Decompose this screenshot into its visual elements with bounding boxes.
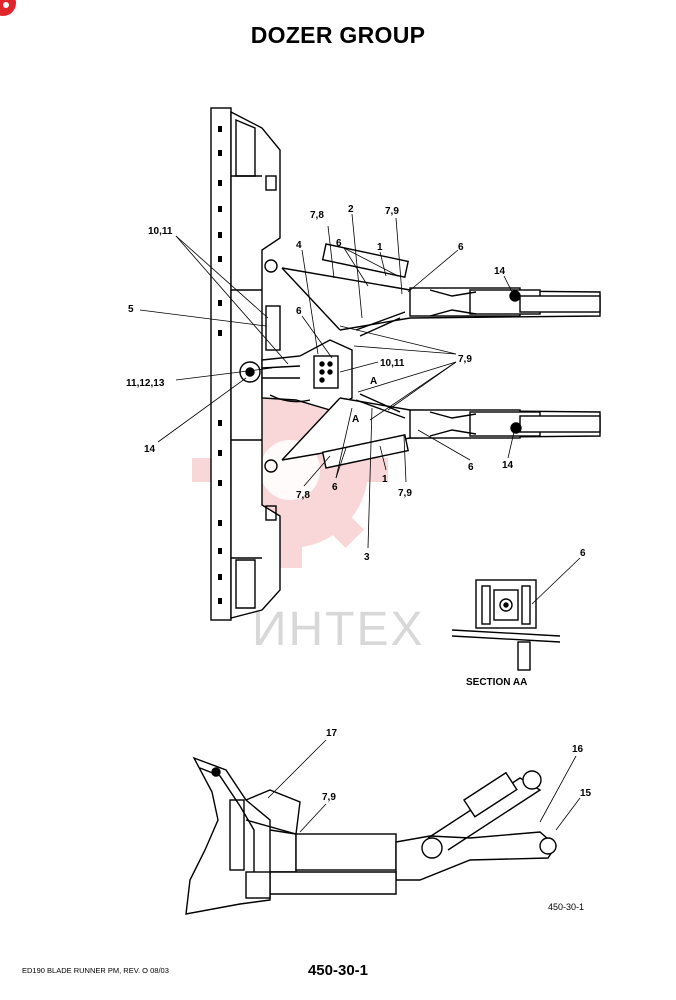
callout-17: 17 bbox=[326, 728, 338, 739]
callout-16: 16 bbox=[572, 744, 584, 755]
page-title: DOZER GROUP bbox=[250, 22, 426, 48]
corner-logo-mark bbox=[0, 0, 16, 16]
footer-page-number: 450-30-1 bbox=[307, 962, 369, 979]
callout-1-top: 1 bbox=[377, 242, 383, 253]
callout-6-section: 6 bbox=[580, 548, 586, 559]
callout-6-upper: 6 bbox=[336, 238, 342, 249]
watermark-text: ИНТЕХ bbox=[252, 603, 425, 656]
callout-10-11-mid: 10,11 bbox=[380, 358, 405, 369]
callout-10-11-left: 10,11 bbox=[148, 226, 173, 237]
callout-11-12-13: 11,12,13 bbox=[126, 378, 165, 389]
callout-14-bottom: 14 bbox=[502, 460, 514, 471]
figure-reference: 450-30-1 bbox=[548, 902, 585, 912]
callout-6-mid: 6 bbox=[296, 306, 302, 317]
callout-3: 3 bbox=[364, 552, 370, 563]
callout-6-right-low: 6 bbox=[468, 462, 474, 473]
callout-6-lower: 6 bbox=[332, 482, 338, 493]
callout-7-9-bottom: 7,9 bbox=[398, 488, 412, 499]
callout-7-8-bottom: 7,8 bbox=[296, 490, 310, 501]
callout-7-9-side: 7,9 bbox=[322, 792, 336, 803]
section-marker-a-upper: A bbox=[370, 376, 377, 387]
callout-14-left: 14 bbox=[144, 444, 156, 455]
callout-4: 4 bbox=[296, 240, 302, 251]
callout-7-9-top: 7,9 bbox=[385, 206, 399, 217]
callout-15: 15 bbox=[580, 788, 592, 799]
side-view-drawing bbox=[185, 756, 557, 915]
callout-1-bottom: 1 bbox=[382, 474, 388, 485]
callout-7-8-top: 7,8 bbox=[310, 210, 324, 221]
callout-2: 2 bbox=[348, 204, 354, 215]
section-marker-a-lower: A bbox=[352, 414, 359, 425]
section-aa-inset bbox=[451, 579, 561, 671]
callout-6-right: 6 bbox=[458, 242, 464, 253]
callout-14-top: 14 bbox=[494, 266, 506, 277]
footer-doc-reference: ED190 BLADE RUNNER PM, REV. O 08/03 bbox=[22, 966, 169, 975]
callout-5: 5 bbox=[128, 304, 134, 315]
section-aa-label: SECTION AA bbox=[466, 677, 528, 688]
callout-7-9-mid: 7,9 bbox=[458, 354, 472, 365]
